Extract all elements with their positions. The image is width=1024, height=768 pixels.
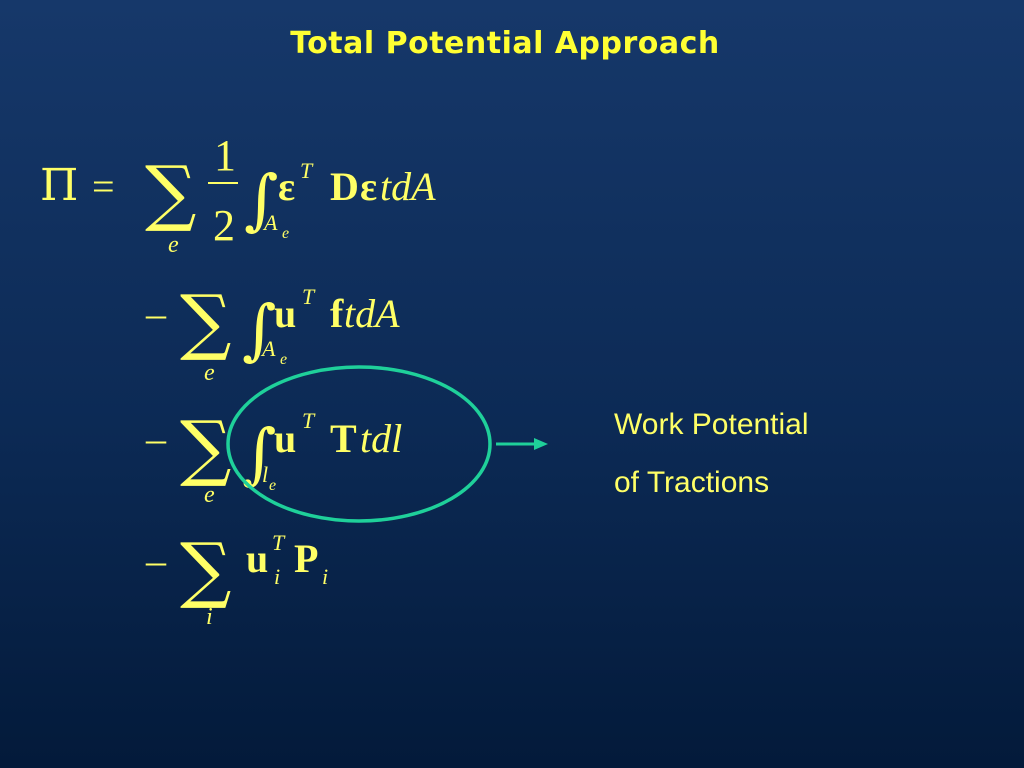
- integral-sign: ∫: [244, 161, 278, 238]
- pi-symbol: Π: [40, 160, 78, 211]
- transpose-superscript: T: [302, 284, 316, 309]
- equals-sign: =: [92, 164, 115, 209]
- equation-row-strain-energy: Π = ∑ e 1 2 ∫ A e ε T D ε tdA: [40, 131, 436, 258]
- transpose-superscript: T: [300, 158, 314, 183]
- equation-row-traction: – ∑ e ∫ l e u T T tdl: [145, 405, 402, 508]
- summation-sign: ∑: [180, 279, 231, 363]
- slide-title: Total Potential Approach: [290, 26, 720, 61]
- traction-annotation: Work Potential of Tractions: [614, 396, 809, 512]
- displacement-vector: u: [246, 536, 268, 581]
- summation-sign: ∑: [180, 405, 231, 489]
- transpose-superscript: T: [302, 408, 316, 433]
- integral-domain: A: [262, 210, 278, 235]
- transpose-superscript: T: [272, 530, 286, 555]
- integral-sign: ∫: [242, 415, 276, 492]
- displacement-vector: u: [274, 291, 296, 336]
- integral-domain-subscript: e: [269, 477, 276, 494]
- integral-sign: ∫: [242, 291, 276, 368]
- integral-domain-subscript: e: [280, 351, 287, 368]
- minus-sign: –: [145, 291, 167, 336]
- highlight-ellipse: [226, 365, 492, 523]
- annotation-line-1: Work Potential: [614, 408, 809, 441]
- minus-sign: –: [145, 416, 167, 461]
- minus-sign: –: [145, 538, 167, 583]
- thickness-area-term: tdA: [344, 291, 400, 336]
- fraction-denominator: 2: [213, 201, 235, 250]
- thickness-area-term: tdA: [380, 164, 436, 209]
- integral-domain: l: [262, 462, 268, 487]
- traction-vector: T: [330, 416, 357, 461]
- node-subscript: i: [274, 564, 280, 589]
- integral-domain: A: [260, 336, 276, 361]
- summation-index: e: [204, 360, 215, 386]
- node-subscript: i: [322, 564, 328, 589]
- annotation-line-2: of Tractions: [614, 466, 770, 499]
- fraction-numerator: 1: [214, 131, 236, 180]
- summation-sign: ∑: [145, 150, 196, 234]
- material-matrix: D: [330, 164, 359, 209]
- equation-row-body-force: – ∑ e ∫ A e u T f tdA: [145, 279, 400, 386]
- strain-vector: ε: [360, 164, 377, 209]
- thickness-length-term: tdl: [360, 416, 402, 461]
- displacement-vector: u: [274, 416, 296, 461]
- summation-index: e: [204, 482, 215, 508]
- body-force-vector: f: [330, 291, 344, 336]
- strain-vector: ε: [278, 164, 295, 209]
- summation-index: e: [168, 232, 179, 258]
- highlight-arrow-head: [534, 438, 548, 450]
- fraction-bar: [208, 182, 238, 184]
- equation-row-point-loads: – ∑ i u T i P i: [145, 527, 328, 630]
- summation-sign: ∑: [180, 527, 231, 611]
- integral-domain-subscript: e: [282, 225, 289, 242]
- point-load-vector: P: [294, 536, 318, 581]
- summation-index: i: [206, 604, 213, 630]
